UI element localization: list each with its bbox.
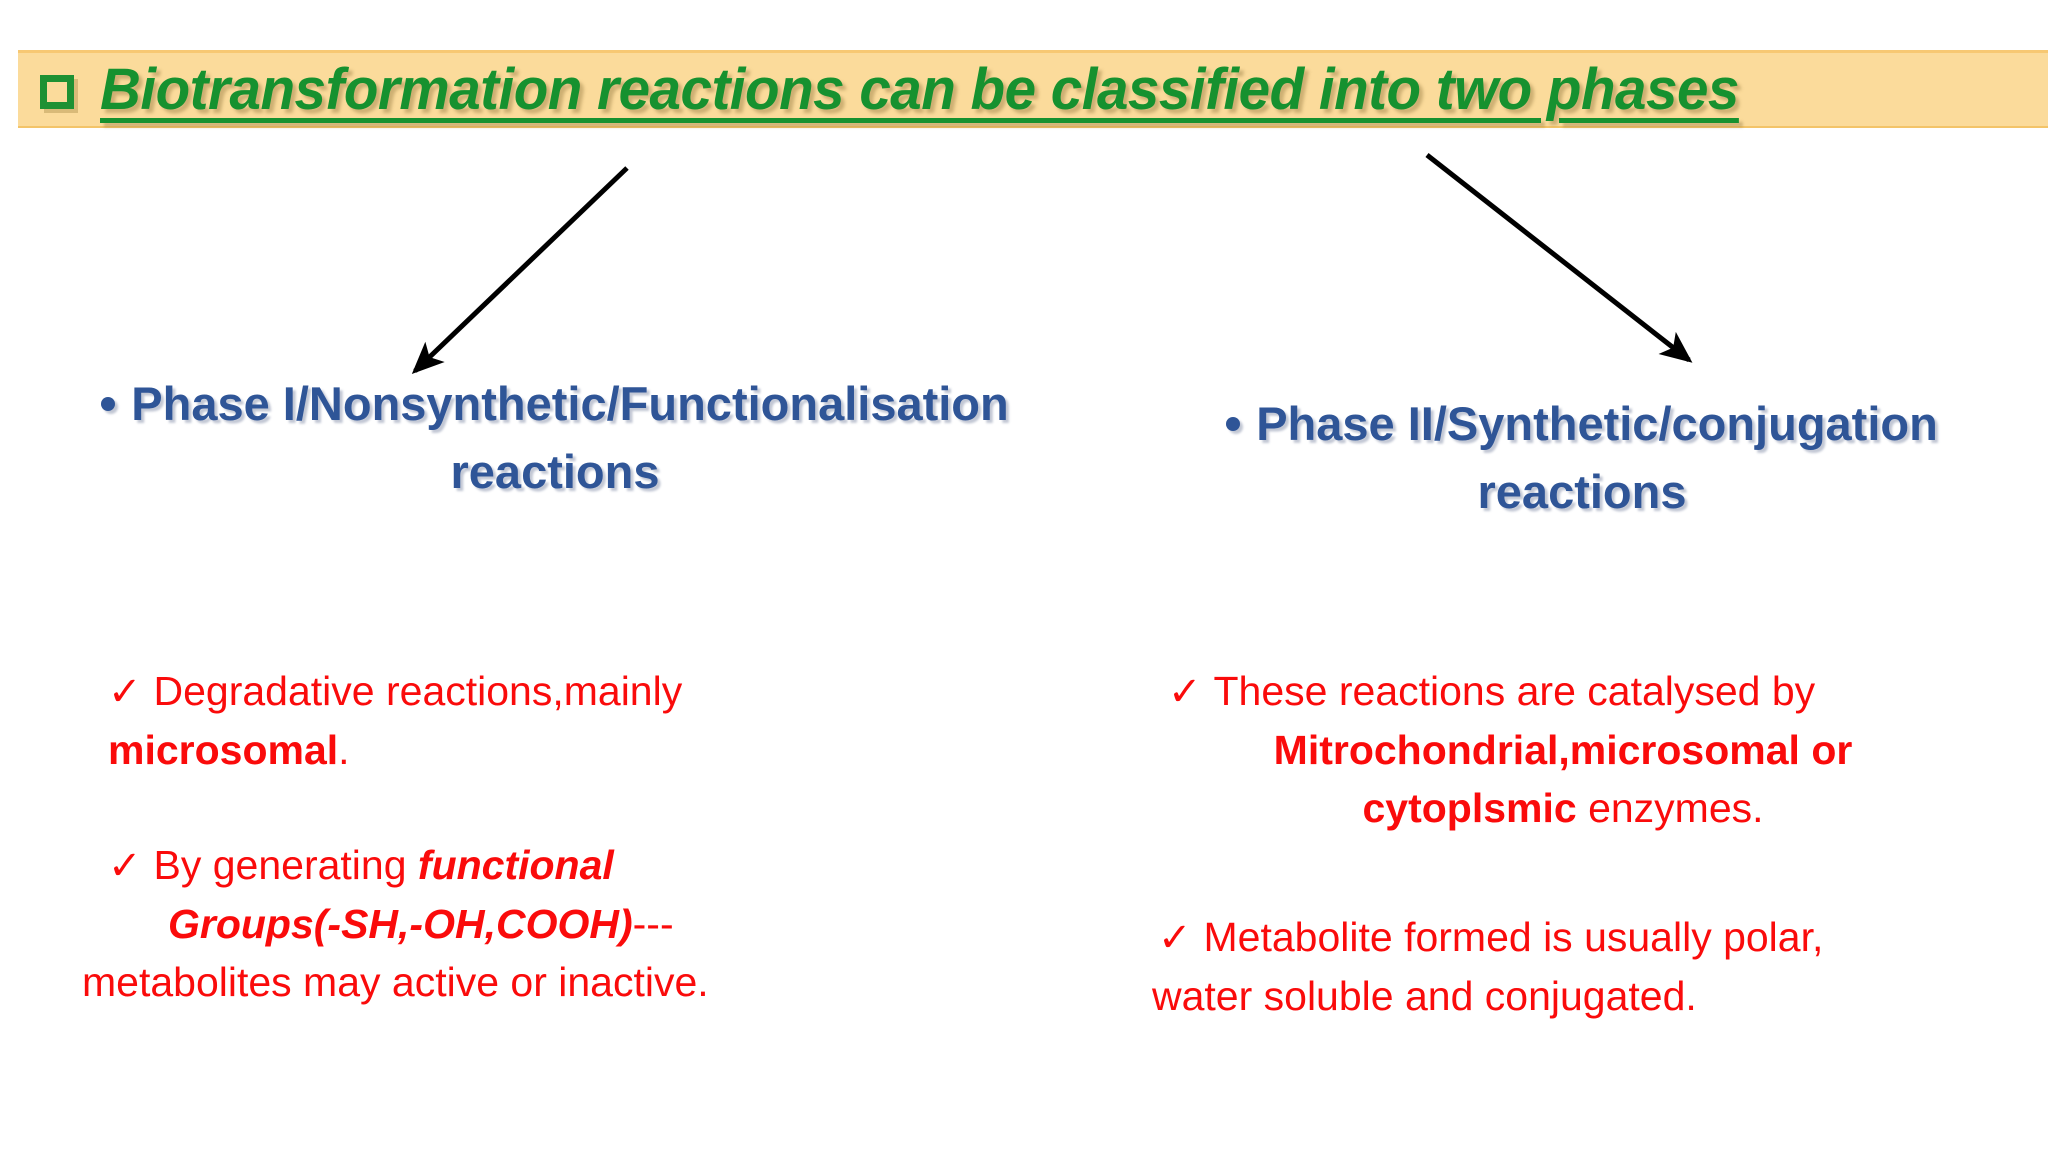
check-mark-icon: ✓ — [108, 844, 142, 888]
bullet-dot-icon — [1226, 416, 1241, 431]
slide-title-banner: Biotransformation reactions can be class… — [18, 50, 2048, 128]
phase-one-bullet-1-bold: microsomal — [108, 727, 339, 773]
phase-two-bullet-1-tail: enzymes. — [1576, 785, 1764, 831]
phase-two-heading: Phase II/Synthetic/conjugation reactions — [1112, 390, 2048, 526]
arrow-to-phase-two — [1425, 153, 1693, 363]
hollow-square-icon — [40, 74, 74, 109]
arrow-to-phase-one — [411, 166, 629, 375]
phase-two-bullet-1: ✓These reactions are catalysed by Mitroc… — [1168, 662, 1958, 837]
phase-two-bullet-1-bold1: Mitrochondrial,microsomal or — [1273, 727, 1853, 773]
phase-one-heading-line1: Phase I/Nonsynthetic/Functionalisation — [131, 377, 1009, 430]
phase-two-bullet-1-line1: These reactions are catalysed by — [1213, 668, 1816, 714]
phase-one-heading: Phase I/Nonsynthetic/Functionalisation r… — [10, 370, 1100, 506]
phase-one-heading-line2: reactions — [450, 445, 660, 498]
phase-two-heading-line1: Phase II/Synthetic/conjugation — [1256, 397, 1938, 450]
phase-one-bullet-2-emph1: functional — [417, 842, 614, 888]
phase-one-bullet-2: ✓By generating functional Groups(-SH,-OH… — [82, 836, 898, 1011]
phase-two-bullet-2-line2: water soluble and conjugated. — [1152, 973, 1697, 1019]
phase-one-bullet-1-tail: . — [338, 727, 350, 773]
phase-two-bullet-1-bold2: cytoplsmic — [1362, 785, 1577, 831]
check-mark-icon: ✓ — [1158, 916, 1192, 960]
phase-one-bullet-2-line1: By generating — [153, 842, 418, 888]
phase-one-bullet-1-line1: Degradative reactions,mainly — [153, 668, 683, 714]
slide-title-text: Biotransformation reactions can be class… — [100, 56, 1739, 122]
bullet-dot-icon — [101, 396, 116, 411]
phase-one-bullet-2-line3: metabolites may active or inactive. — [82, 959, 709, 1005]
phase-one-bullet-2-emph2: Groups(-SH,-OH,COOH) — [168, 901, 633, 947]
phase-two-heading-line2: reactions — [1477, 465, 1687, 518]
phase-two-bullet-2: ✓Metabolite formed is usually polar, wat… — [1152, 908, 1968, 1025]
phase-one-bullet-1: ✓Degradative reactions,mainly microsomal… — [108, 662, 868, 779]
check-mark-icon: ✓ — [1168, 670, 1202, 714]
phase-two-bullet-2-line1: Metabolite formed is usually polar, — [1203, 914, 1824, 960]
phase-one-bullet-2-tail: --- — [632, 901, 674, 947]
check-mark-icon: ✓ — [108, 670, 142, 714]
